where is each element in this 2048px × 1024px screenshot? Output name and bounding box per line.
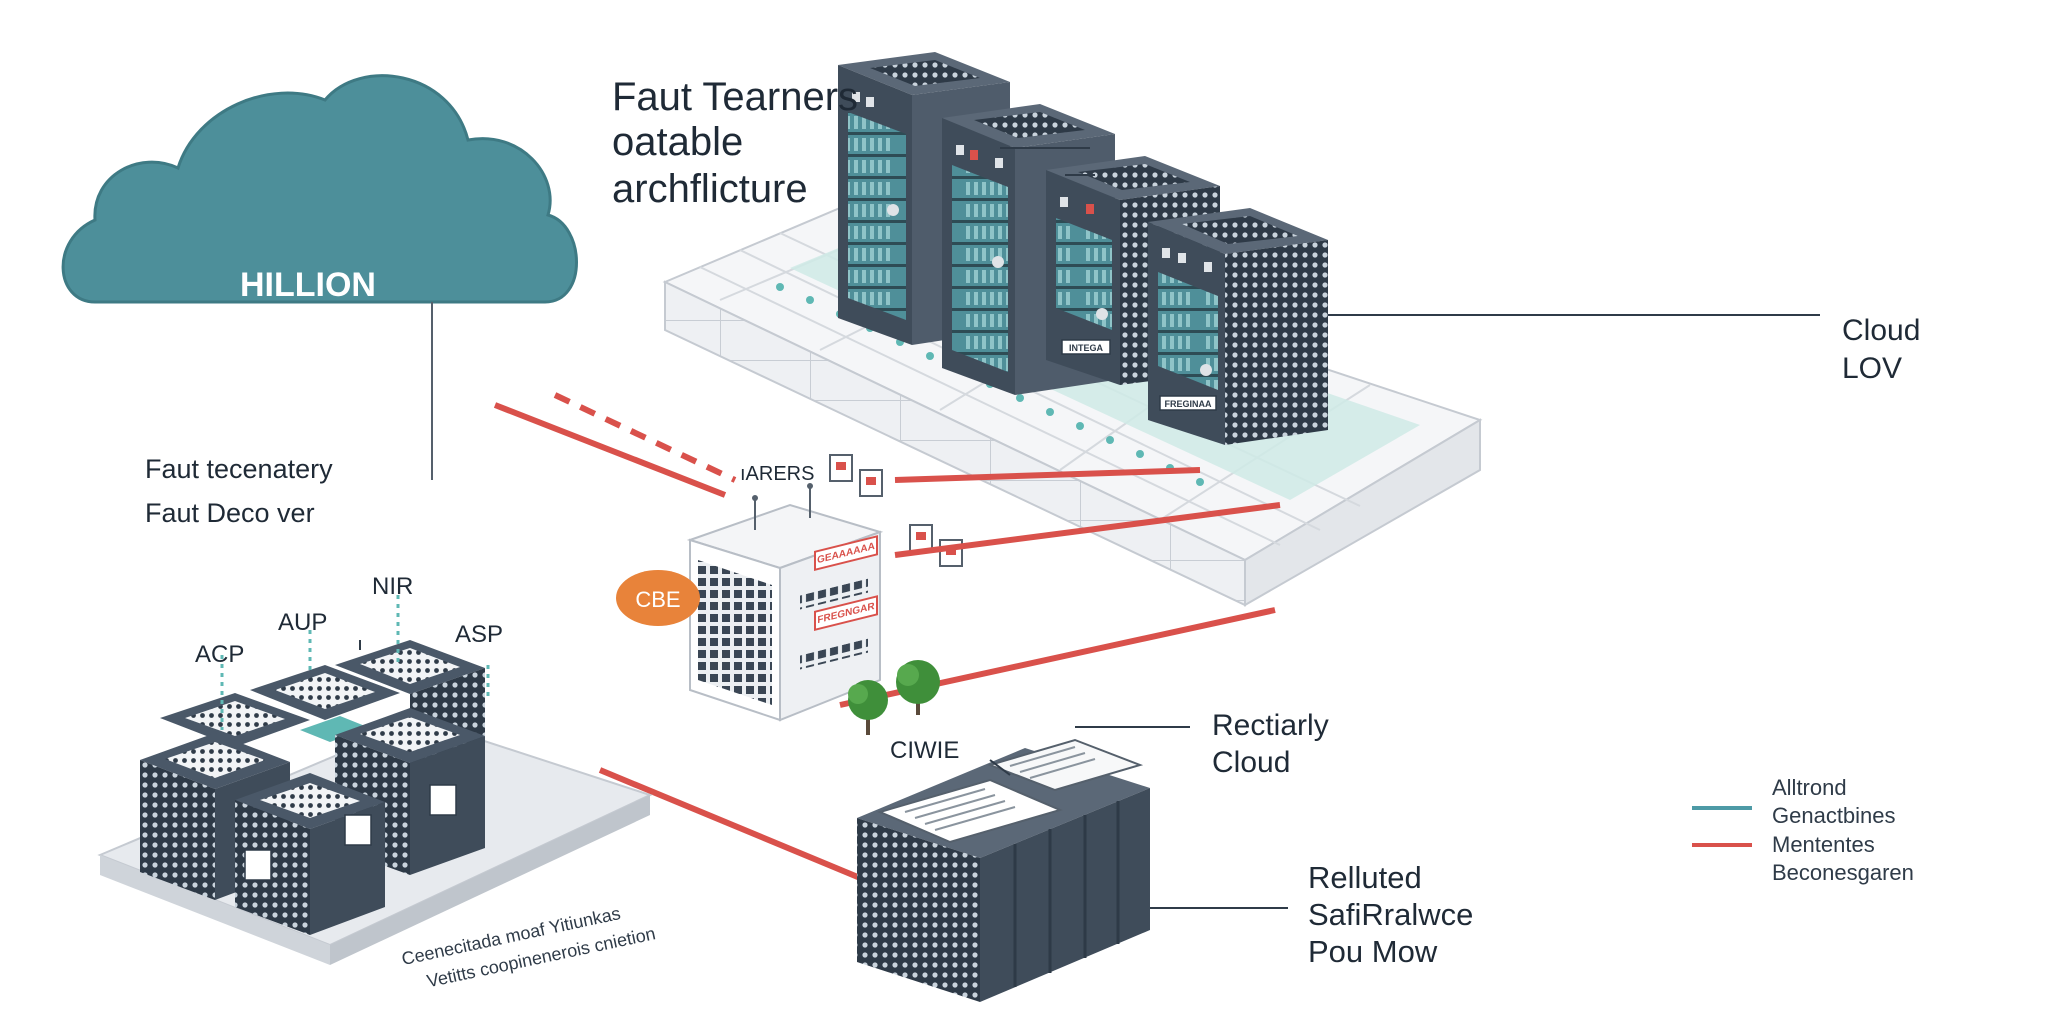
left-label-line-2: Faut Deco ver bbox=[145, 498, 315, 528]
secondary-label: Rectiarly Cloud bbox=[1075, 709, 1329, 779]
secondary-label-line-2: Cloud bbox=[1212, 746, 1290, 779]
legend: Alltrond Genactbines Mententes Beconesga… bbox=[1692, 775, 1914, 885]
rack-tag-2: FREGINAA bbox=[1165, 399, 1213, 409]
left-label: Faut tecenatery Faut Deco ver bbox=[145, 454, 333, 528]
main-title-line-3: archflicture bbox=[612, 167, 808, 211]
legend-item-2: Genactbines bbox=[1772, 803, 1896, 828]
trees bbox=[848, 660, 940, 735]
server-rack-4: FREGINAA bbox=[1148, 208, 1328, 445]
cloud-shape bbox=[61, 74, 578, 304]
legend-item-1: Alltrond bbox=[1772, 775, 1847, 800]
bottom-right-label-line-3: Pou Mow bbox=[1308, 934, 1438, 969]
cloud-title: HILLION bbox=[240, 266, 376, 304]
secondary-label-line-1: Rectiarly bbox=[1212, 709, 1329, 742]
cbe-badge-label: CBE bbox=[635, 587, 680, 612]
server-racks: INTEGA FREGINAA bbox=[838, 52, 1328, 445]
cloud-subtitle: Pactretines bbox=[305, 321, 405, 343]
left-cluster bbox=[97, 595, 653, 965]
left-label-line-1: Faut tecenatery bbox=[145, 454, 333, 484]
cluster-label-acp: ACP bbox=[195, 641, 244, 668]
cluster-label-nir: NIR bbox=[372, 573, 413, 600]
main-title-line-2: oatable bbox=[612, 120, 743, 164]
legend-item-4: Beconesgaren bbox=[1772, 860, 1914, 885]
bottom-cabinet bbox=[857, 738, 1150, 1002]
bottom-right-label: Relluted SafiRralwce Pou Mow bbox=[1150, 860, 1473, 969]
server-label: Cloud LOV bbox=[1328, 314, 1920, 385]
main-title: Faut Tearners oatable archflicture bbox=[612, 75, 858, 211]
cluster-label-aup: AUP bbox=[278, 609, 327, 636]
unit-label: CIWIE bbox=[890, 737, 959, 764]
bottom-right-label-line-2: SafiRralwce bbox=[1308, 897, 1473, 932]
building-label: ıARERS bbox=[740, 463, 814, 485]
main-title-line-1: Faut Tearners bbox=[612, 75, 858, 119]
legend-item-3: Mententes bbox=[1772, 832, 1875, 857]
server-rack-1 bbox=[838, 52, 1010, 345]
cloud-subtitle-bold: API bbox=[228, 312, 278, 345]
server-label-line-1: Cloud bbox=[1842, 314, 1920, 347]
bottom-right-label-line-1: Relluted bbox=[1308, 860, 1422, 895]
cluster-label-asp: ASP bbox=[455, 621, 503, 648]
server-label-line-2: LOV bbox=[1842, 352, 1902, 385]
rack-tag-1: INTEGA bbox=[1069, 343, 1104, 353]
cbe-badge bbox=[616, 570, 700, 626]
central-building: GEAAAAAA FREGNGAR bbox=[686, 483, 884, 722]
